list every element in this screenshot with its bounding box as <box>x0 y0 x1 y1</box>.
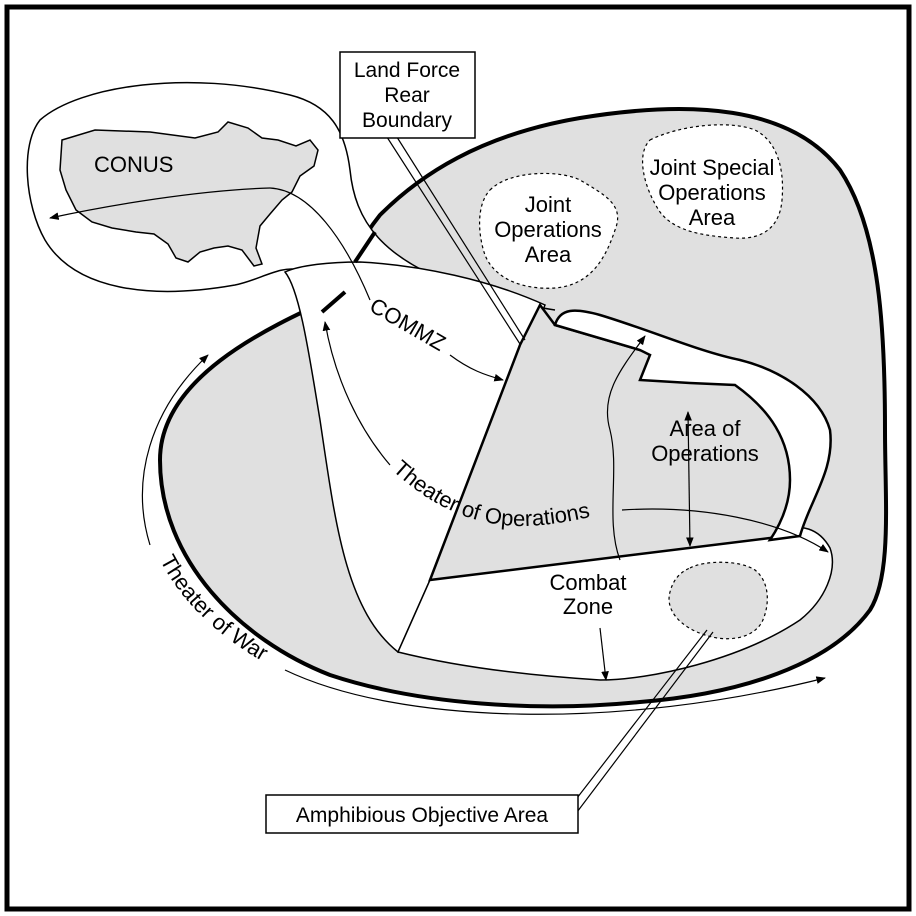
area-of-operations-line-2: Operations <box>651 441 759 466</box>
leader-line <box>559 629 708 821</box>
joint-special-operations-area-line-2: Operations <box>658 180 766 205</box>
boundary-dash <box>320 290 347 314</box>
commz-region <box>283 261 546 654</box>
leader-line <box>567 631 714 825</box>
theater-of-operations-left-arrow <box>322 321 391 466</box>
conus-to-commz-line <box>269 187 371 301</box>
land-force-rear-boundary-line-2: Rear <box>384 84 430 107</box>
amphibious-objective-area-region <box>668 561 768 640</box>
leader-line <box>384 133 521 345</box>
joint-operations-area-line-2: Operations <box>494 217 602 242</box>
land-force-rear-boundary-line-3: Boundary <box>362 109 452 132</box>
combat-zone-curve <box>606 335 646 561</box>
area-of-operations-extent-arrow <box>684 411 694 547</box>
combat-zone-line-2: Zone <box>563 594 613 619</box>
combat-zone-band <box>553 309 832 542</box>
commz-arrow <box>449 354 504 382</box>
theater-of-operations-right-arrow <box>621 508 829 553</box>
conus-label: CONUS <box>94 152 173 177</box>
amphibious-objective-area-box <box>265 794 579 834</box>
joint-special-operations-area-region <box>642 124 784 239</box>
joint-special-operations-area-line-3: Area <box>689 205 736 230</box>
joint-operations-area-region <box>478 172 619 289</box>
area-of-operations-line-1: Area of <box>670 416 742 441</box>
amphibious-objective-area-label: Amphibious Objective Area <box>296 804 548 827</box>
joint-operations-area-line-1: Joint <box>525 192 571 217</box>
land-force-rear-boundary-box <box>339 51 476 139</box>
combat-zone-down-arrow <box>599 627 609 681</box>
theater-of-war-lower-arrow <box>284 669 826 715</box>
theater-of-war-upper-arrow <box>141 354 209 546</box>
conus-connector-arrow <box>49 187 271 220</box>
outer-frame <box>4 4 912 912</box>
leader-line <box>394 133 526 341</box>
combat-zone-line-1: Combat <box>549 570 626 595</box>
joint-special-operations-area-line-1: Joint Special <box>650 155 775 180</box>
boundary-dash <box>353 230 377 264</box>
land-force-rear-boundary-line-1: Land Force <box>354 59 460 82</box>
joint-operations-area-line-3: Area <box>525 242 572 267</box>
